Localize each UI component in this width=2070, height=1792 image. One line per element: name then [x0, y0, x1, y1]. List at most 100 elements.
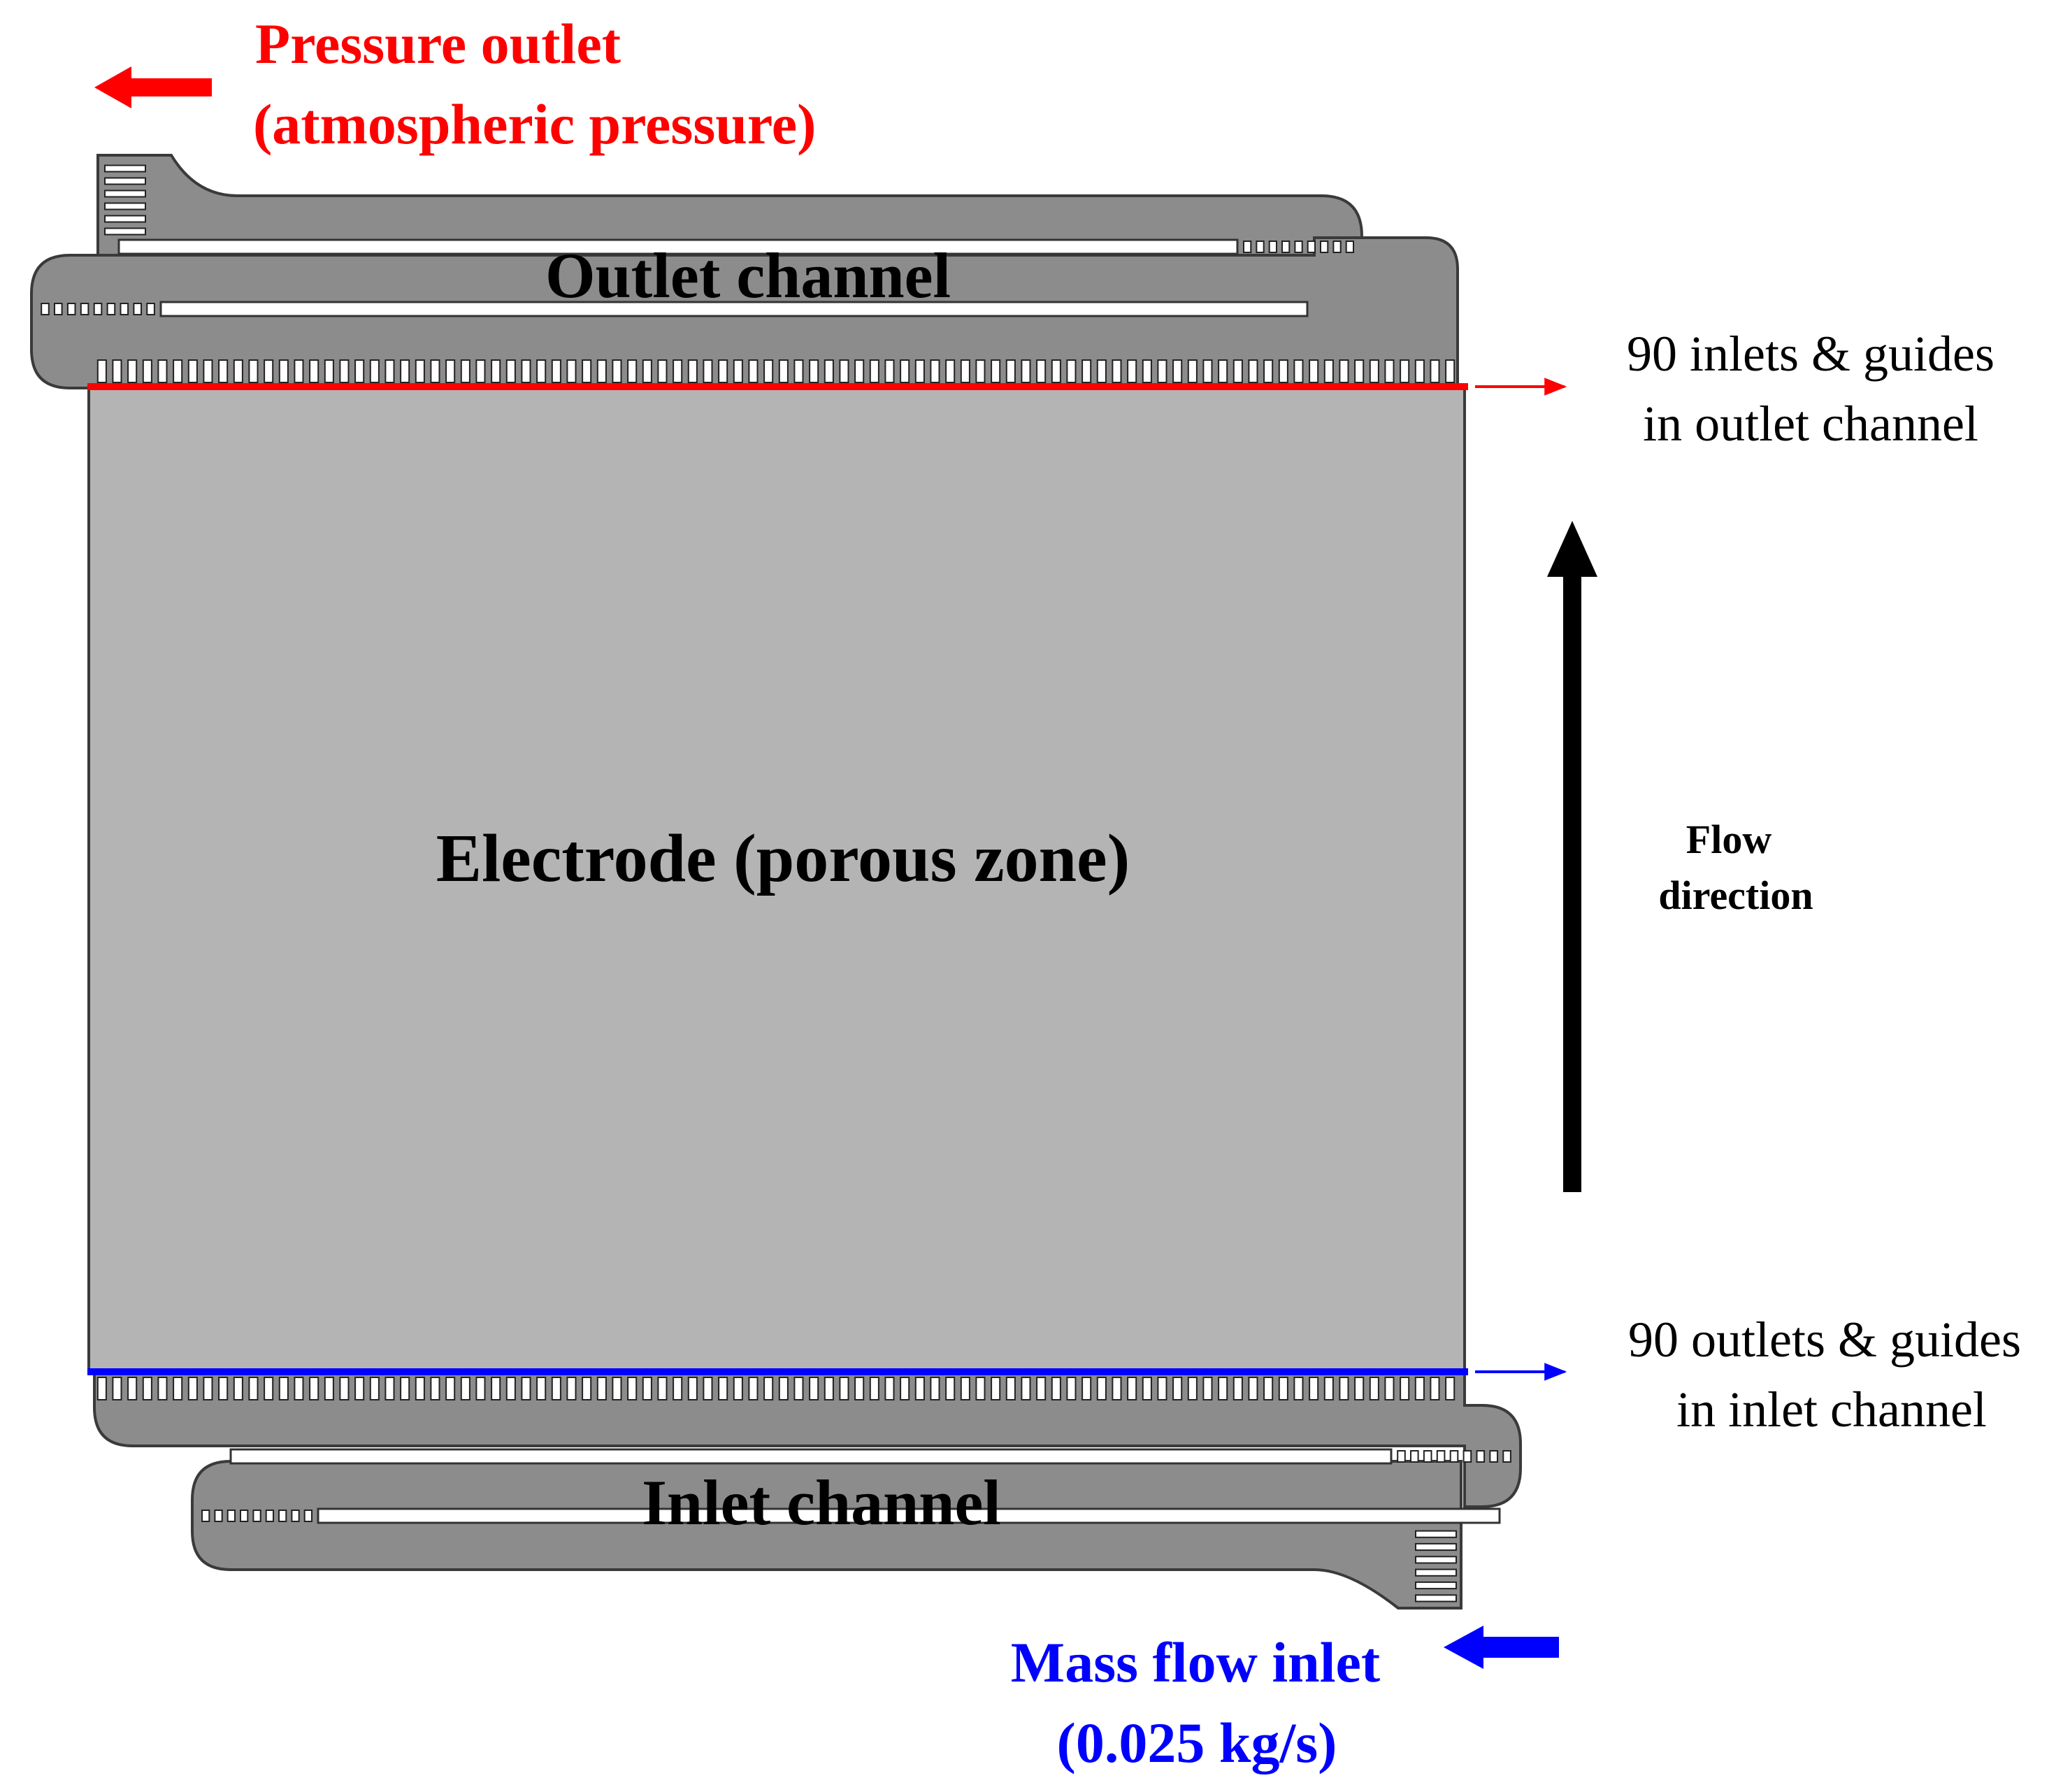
inlet-guide — [1309, 1377, 1319, 1400]
inlet-guide — [264, 1377, 274, 1400]
inlet-guide — [642, 1377, 652, 1400]
inlet-guide — [884, 1377, 895, 1400]
outlet-guide — [1430, 359, 1440, 383]
outlet-guide — [1172, 359, 1183, 383]
inlet-guide — [1339, 1377, 1349, 1400]
outlet-guide — [1142, 359, 1152, 383]
outlet-guide — [854, 359, 865, 383]
inlet-guide — [203, 1377, 213, 1400]
outlet-guide — [869, 359, 879, 383]
electrode-porous-zone — [87, 385, 1466, 1374]
outlet-guide — [384, 359, 395, 383]
inlet-guide — [339, 1377, 350, 1400]
inlet-slit-guide — [303, 1510, 313, 1522]
inlet-guide — [233, 1377, 243, 1400]
inlet-guide — [1005, 1377, 1016, 1400]
inlet-guide — [521, 1377, 531, 1400]
inlet-guide — [400, 1377, 410, 1400]
outlet-guide — [718, 359, 728, 383]
inlet-guide — [173, 1377, 183, 1400]
outlet-guide — [1005, 359, 1016, 383]
outlet-guide — [551, 359, 561, 383]
inlet-guide — [1172, 1377, 1183, 1400]
inlet-guide — [566, 1377, 577, 1400]
inlet-slit-comb-left — [201, 1510, 313, 1522]
inlet-entry-guide — [1415, 1542, 1457, 1551]
outlet-guide — [1263, 359, 1274, 383]
inlet-entry-guide — [1415, 1556, 1457, 1564]
inlet-guide — [1278, 1377, 1288, 1400]
outlet-guide — [505, 359, 516, 383]
inlet-guide — [733, 1377, 743, 1400]
outlet-guide — [824, 359, 834, 383]
inlet-guides-label-line2: in inlet channel — [1676, 1382, 1987, 1438]
outlet-channel-label: Outlet channel — [545, 240, 951, 311]
outlet-slit-guide — [1281, 241, 1291, 253]
inlet-guide — [309, 1377, 319, 1400]
inlet-guide — [1021, 1377, 1031, 1400]
inlet-channel-lower-duct — [191, 1460, 1462, 1610]
outlet-slit-guide — [1332, 241, 1342, 253]
inlet-guide — [809, 1377, 819, 1400]
inlet-entry-comb — [1415, 1530, 1457, 1603]
inlet-guide — [536, 1377, 547, 1400]
outlet-guide — [975, 359, 986, 383]
inlet-guide — [718, 1377, 728, 1400]
outlet-slit-guide — [93, 303, 103, 315]
inlet-guide — [505, 1377, 516, 1400]
inlet-guide — [914, 1377, 925, 1400]
inlet-slit-guide — [240, 1510, 249, 1522]
outlet-guide — [1354, 359, 1365, 383]
inlet-guide — [869, 1377, 879, 1400]
outlet-guide — [1187, 359, 1198, 383]
outlet-channel-guides — [96, 359, 1456, 383]
inlet-guide — [218, 1377, 229, 1400]
outlet-guide — [1293, 359, 1304, 383]
inlet-guide — [369, 1377, 380, 1400]
outlet-guide — [1323, 359, 1334, 383]
outlet-guide — [1051, 359, 1061, 383]
outlet-guide — [1339, 359, 1349, 383]
outlet-slit-comb-left — [41, 303, 155, 315]
outlet-guide — [809, 359, 819, 383]
outlet-guide — [96, 359, 107, 383]
outlet-guide — [491, 359, 501, 383]
outlet-guide — [778, 359, 789, 383]
outlet-slit-guide — [1294, 241, 1303, 253]
inlet-channel-label: Inlet channel — [642, 1467, 1001, 1538]
inlet-guide — [460, 1377, 470, 1400]
inlet-guide — [157, 1377, 168, 1400]
inlet-channel-upper-duct — [93, 1371, 1522, 1508]
inlet-slit-guide — [214, 1510, 223, 1522]
inlet-guide — [1414, 1377, 1425, 1400]
pressure-outlet-label-line2: (atmospheric pressure) — [253, 92, 816, 156]
outlet-guide — [566, 359, 577, 383]
inlet-guide — [1127, 1377, 1137, 1400]
outlet-guide — [748, 359, 759, 383]
inlet-upper-slit — [229, 1448, 1393, 1465]
outlet-guide — [142, 359, 152, 383]
inlet-guide — [354, 1377, 365, 1400]
mass-flow-inlet-label-line2: (0.025 kg/s) — [1057, 1711, 1337, 1775]
inlet-guide — [930, 1377, 940, 1400]
outlet-guide — [733, 359, 743, 383]
inlet-entry-guide — [1415, 1594, 1457, 1603]
outlet-guide — [157, 359, 168, 383]
inlet-guide — [1232, 1377, 1243, 1400]
outlet-lower-slit — [159, 301, 1309, 317]
inlet-guide — [415, 1377, 425, 1400]
outlet-guide — [536, 359, 547, 383]
inlet-guide — [1096, 1377, 1107, 1400]
outlet-guide — [582, 359, 592, 383]
inlet-guide — [1369, 1377, 1379, 1400]
outlet-guides-label-line1: 90 inlets & guides — [1627, 326, 1994, 382]
outlet-guide — [1127, 359, 1137, 383]
outlet-guide — [1112, 359, 1122, 383]
flow-direction-label-line1: Flow — [1686, 817, 1772, 862]
outlet-guide — [1202, 359, 1213, 383]
inlet-guide — [1293, 1377, 1304, 1400]
inlet-guide — [703, 1377, 713, 1400]
inlet-guide — [127, 1377, 138, 1400]
inlet-guide — [1248, 1377, 1258, 1400]
inlet-guide — [687, 1377, 698, 1400]
